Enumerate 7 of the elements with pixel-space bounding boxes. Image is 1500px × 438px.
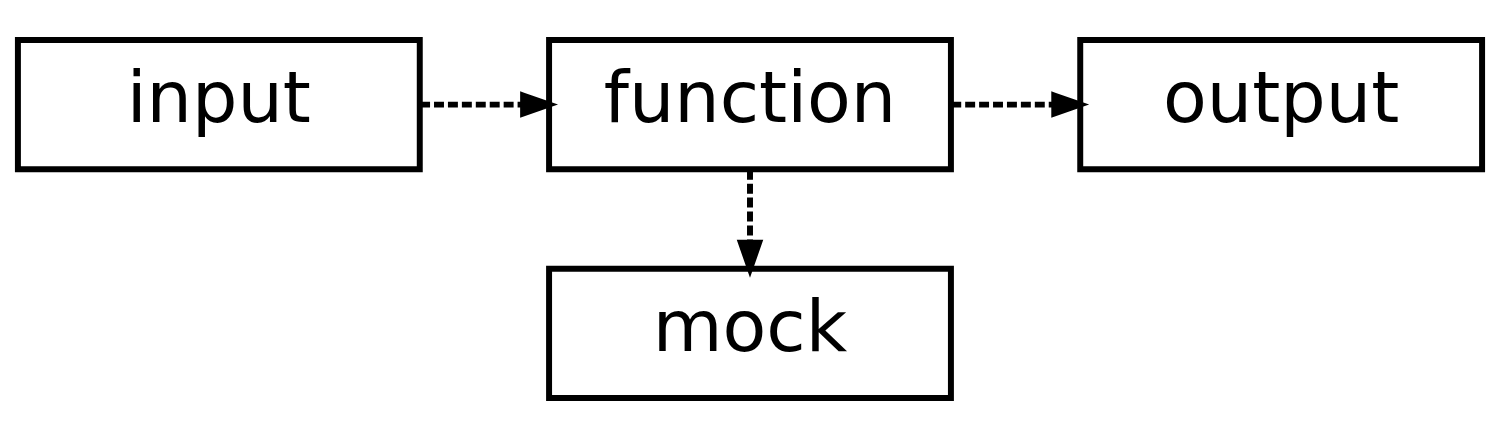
arrow	[951, 91, 1090, 118]
node-box: function	[546, 36, 954, 173]
arrow	[420, 91, 558, 118]
node-box: mock	[546, 265, 954, 402]
arrow	[736, 169, 764, 278]
node-box: output	[1077, 36, 1486, 173]
node-box: input	[14, 36, 423, 173]
